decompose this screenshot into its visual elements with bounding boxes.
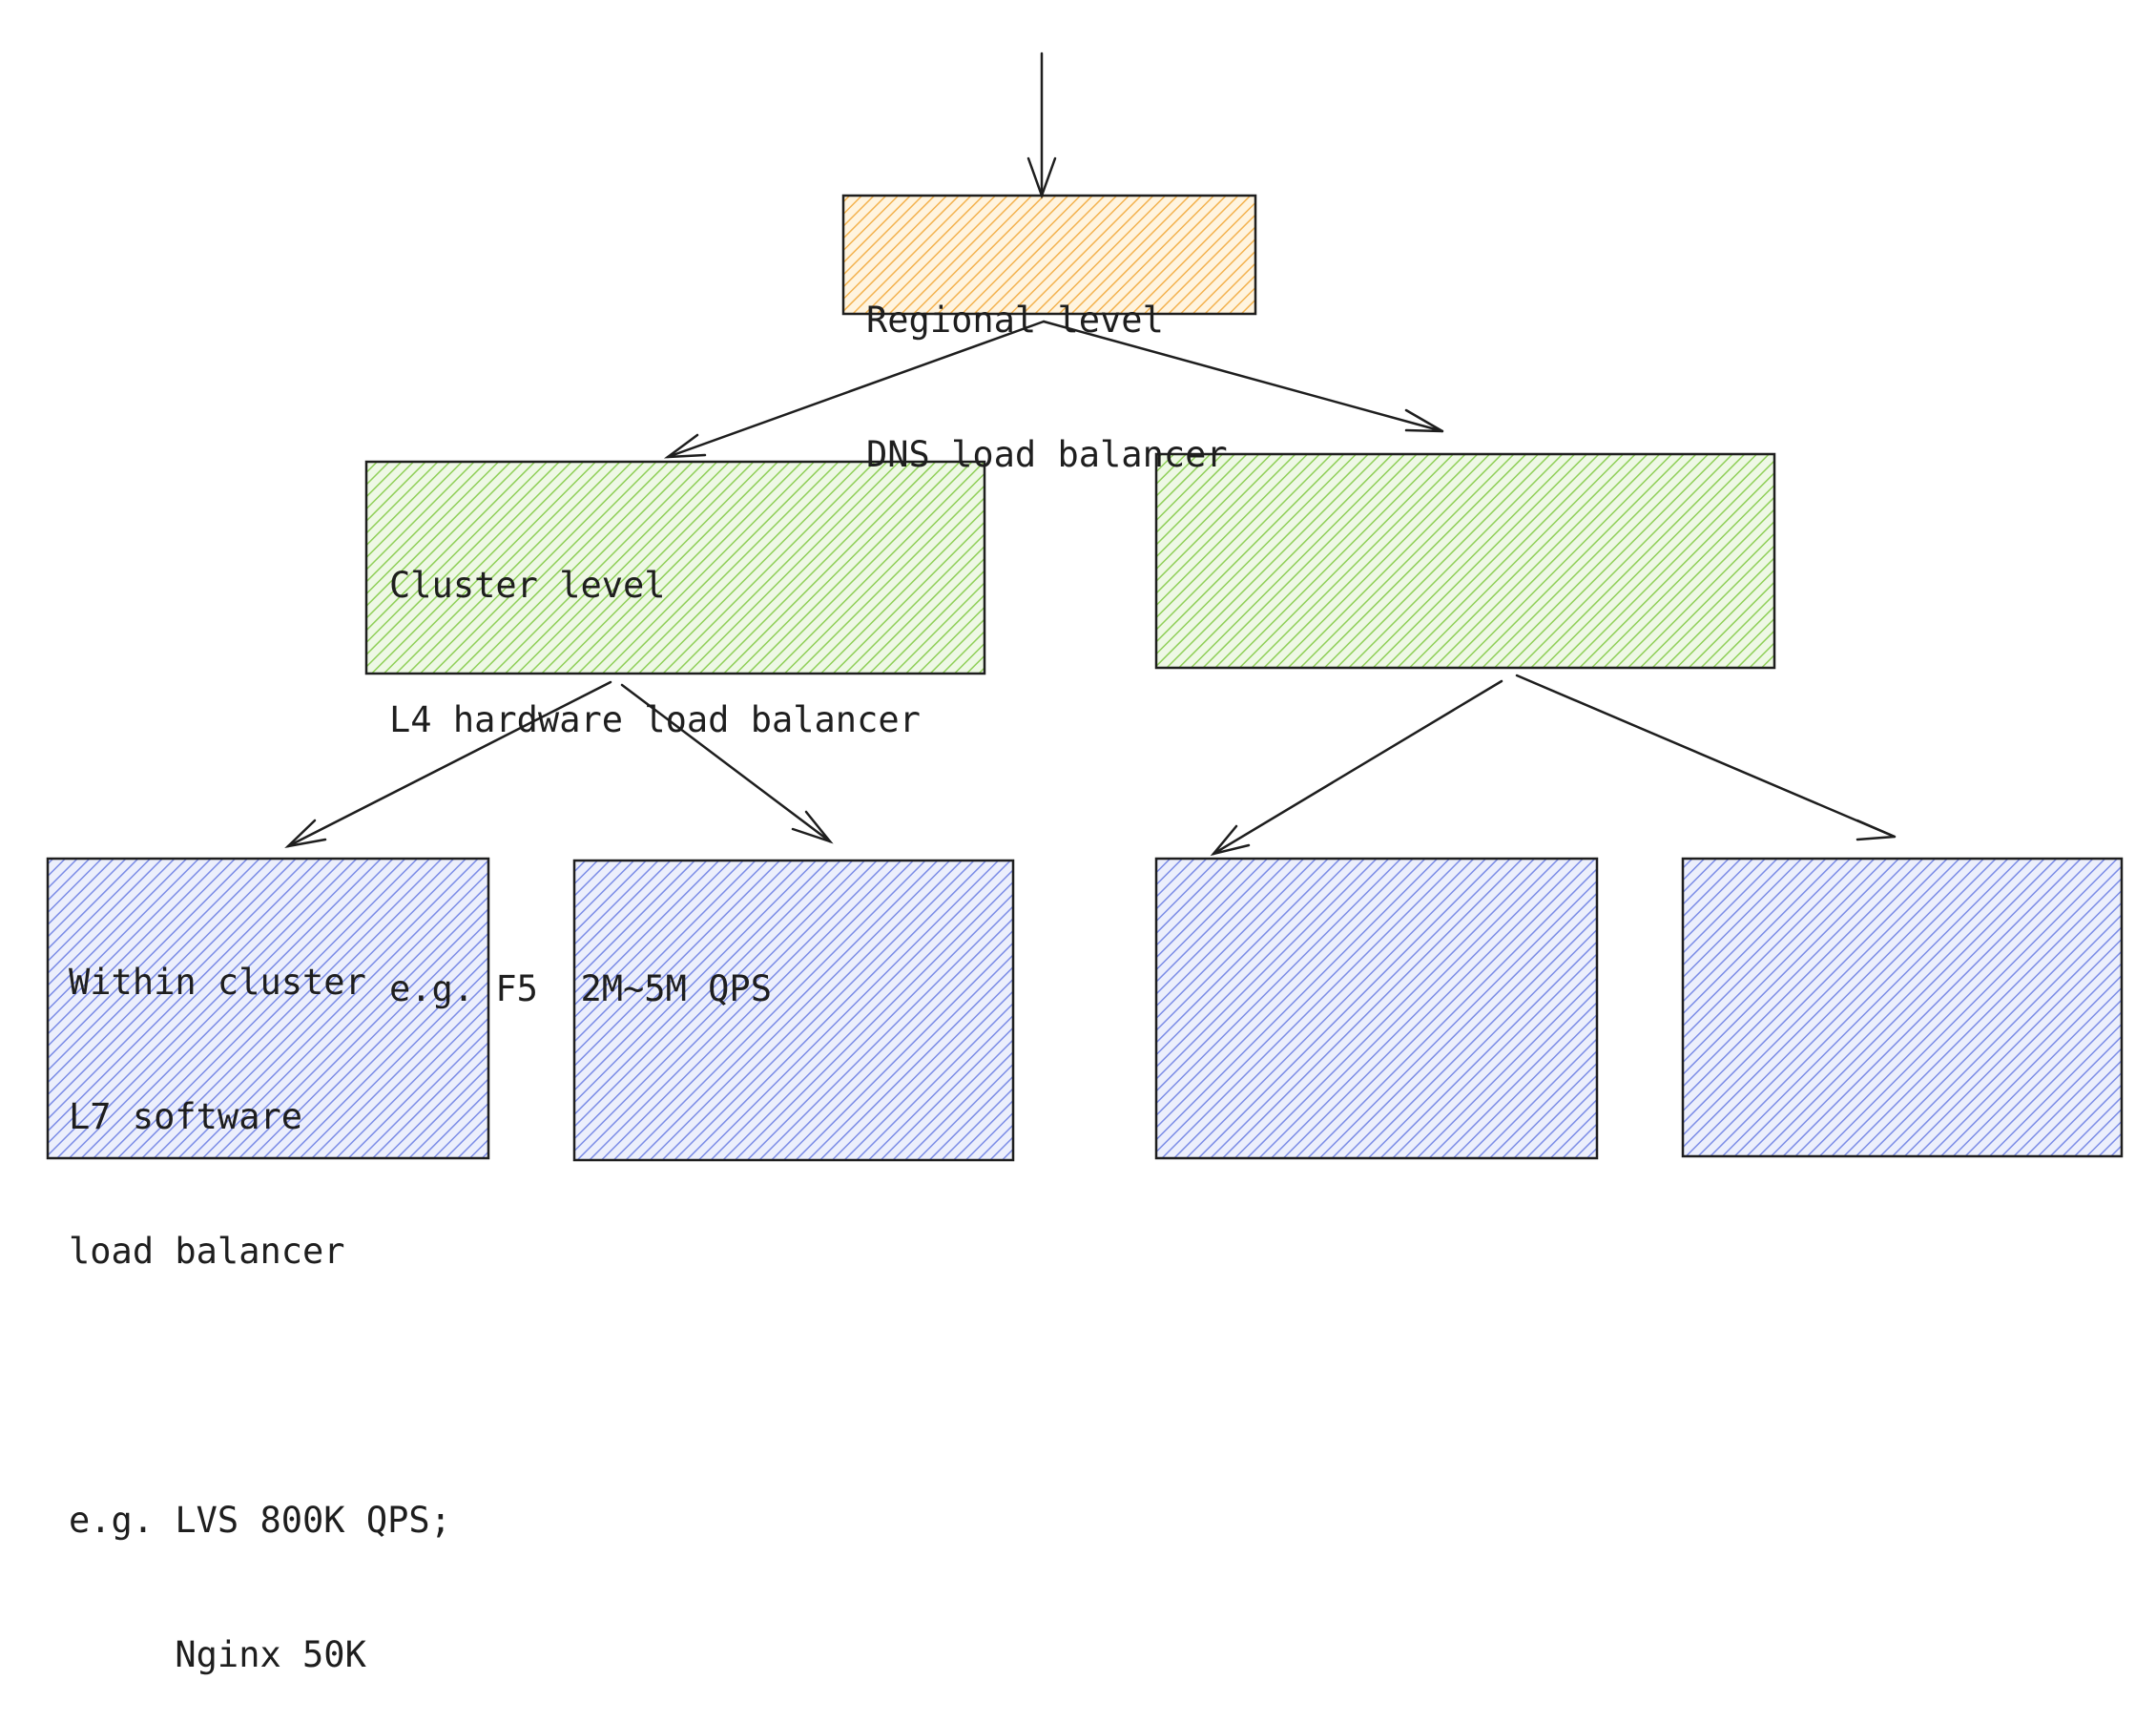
within-1-label-line-4	[69, 1363, 451, 1408]
edge-cluster-right-to-within-3	[1210, 679, 1503, 857]
edge-cluster-right-to-within-4	[1515, 674, 1897, 841]
node-cluster-right	[1154, 452, 1776, 670]
edge-cluster-left-to-within-1	[284, 680, 612, 848]
edge-cluster-left-to-within-2	[620, 683, 834, 844]
node-within-4	[1681, 857, 2124, 1158]
load-balancer-hierarchy-diagram	[46, 52, 2124, 1162]
node-within-3	[1154, 857, 1599, 1160]
node-regional	[841, 194, 1257, 316]
edge-entry-to-regional	[1026, 52, 1057, 199]
within-1-label-line-3: load balancer	[69, 1231, 345, 1272]
edge-regional-to-cluster-left	[663, 320, 1046, 459]
within-1-label-line-6: Nginx 50K	[69, 1634, 366, 1675]
node-within-2	[572, 859, 1015, 1162]
node-cluster-left	[364, 460, 986, 675]
edge-regional-to-cluster-right	[1042, 320, 1444, 433]
node-within-1	[46, 857, 490, 1160]
within-1-label-line-5: e.g. LVS 800K QPS;	[69, 1500, 451, 1541]
